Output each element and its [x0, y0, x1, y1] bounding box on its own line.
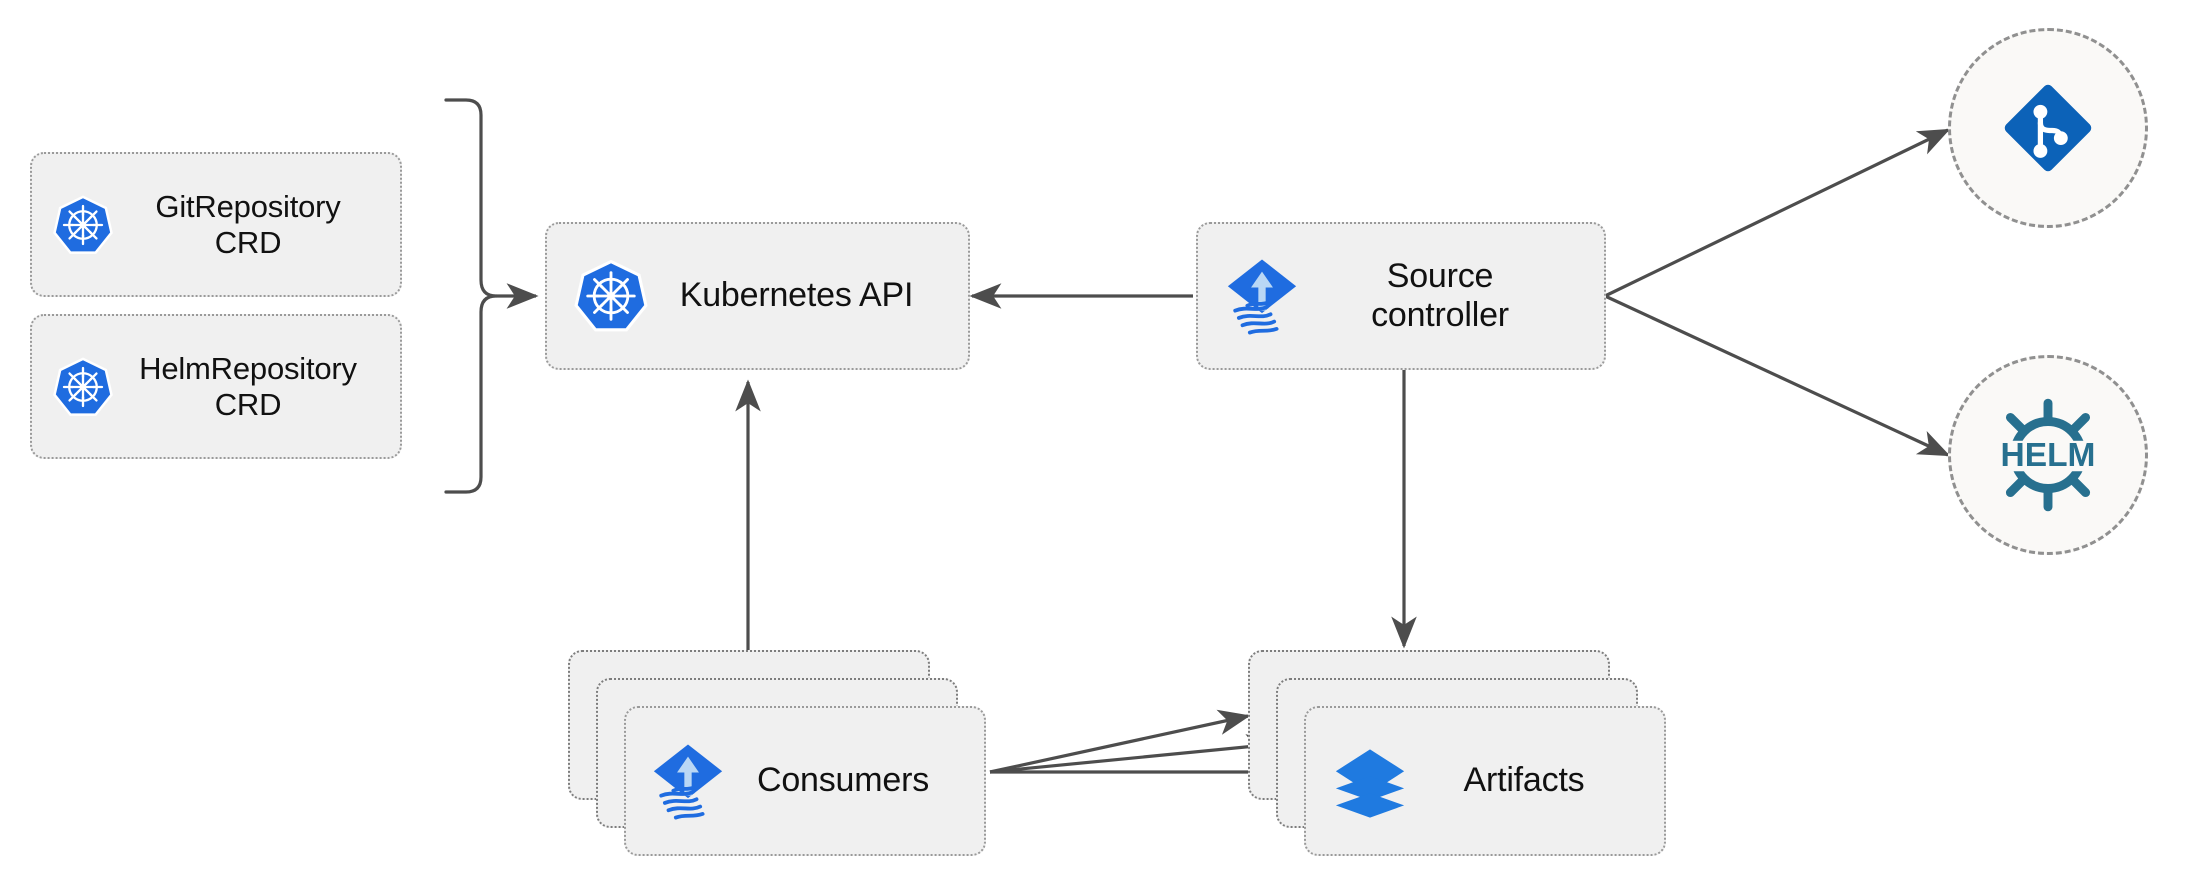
helm-wordmark: HELM	[2001, 437, 2096, 474]
flux-icon	[1222, 256, 1302, 336]
node-label: Consumers	[756, 761, 930, 800]
kubernetes-icon	[571, 256, 651, 336]
node-label: GitRepository CRD	[155, 188, 341, 260]
kubernetes-icon	[50, 192, 116, 258]
node-label: Artifacts	[1463, 761, 1585, 800]
crd-group-bracket	[444, 98, 498, 494]
edge-consumers-to-artifacts-back	[989, 709, 1251, 774]
kubernetes-icon	[50, 354, 116, 420]
node-consumers[interactable]: Consumers	[624, 706, 986, 856]
git-icon	[1994, 74, 2102, 182]
node-source-controller[interactable]: Source controller	[1196, 222, 1606, 370]
node-gitrepository-crd[interactable]: GitRepository CRD	[30, 152, 402, 297]
node-label: HelmRepository CRD	[139, 350, 357, 422]
node-kubernetes-api[interactable]: Kubernetes API	[545, 222, 970, 370]
layers-icon	[1330, 741, 1410, 821]
edge-source-to-git	[1604, 128, 1951, 298]
node-label: Kubernetes API	[679, 276, 914, 315]
node-helmrepository-crd[interactable]: HelmRepository CRD	[30, 314, 402, 459]
node-label: Source controller	[1371, 256, 1509, 334]
edge-consumers-to-artifacts-mid	[989, 734, 1279, 774]
external-helm-source[interactable]: HELM	[1948, 355, 2148, 555]
external-git-source[interactable]	[1948, 28, 2148, 228]
edge-source-to-helm	[1604, 294, 1951, 457]
flux-icon	[648, 741, 728, 821]
node-artifacts[interactable]: Artifacts	[1304, 706, 1666, 856]
helm-icon: HELM	[1983, 390, 2113, 520]
